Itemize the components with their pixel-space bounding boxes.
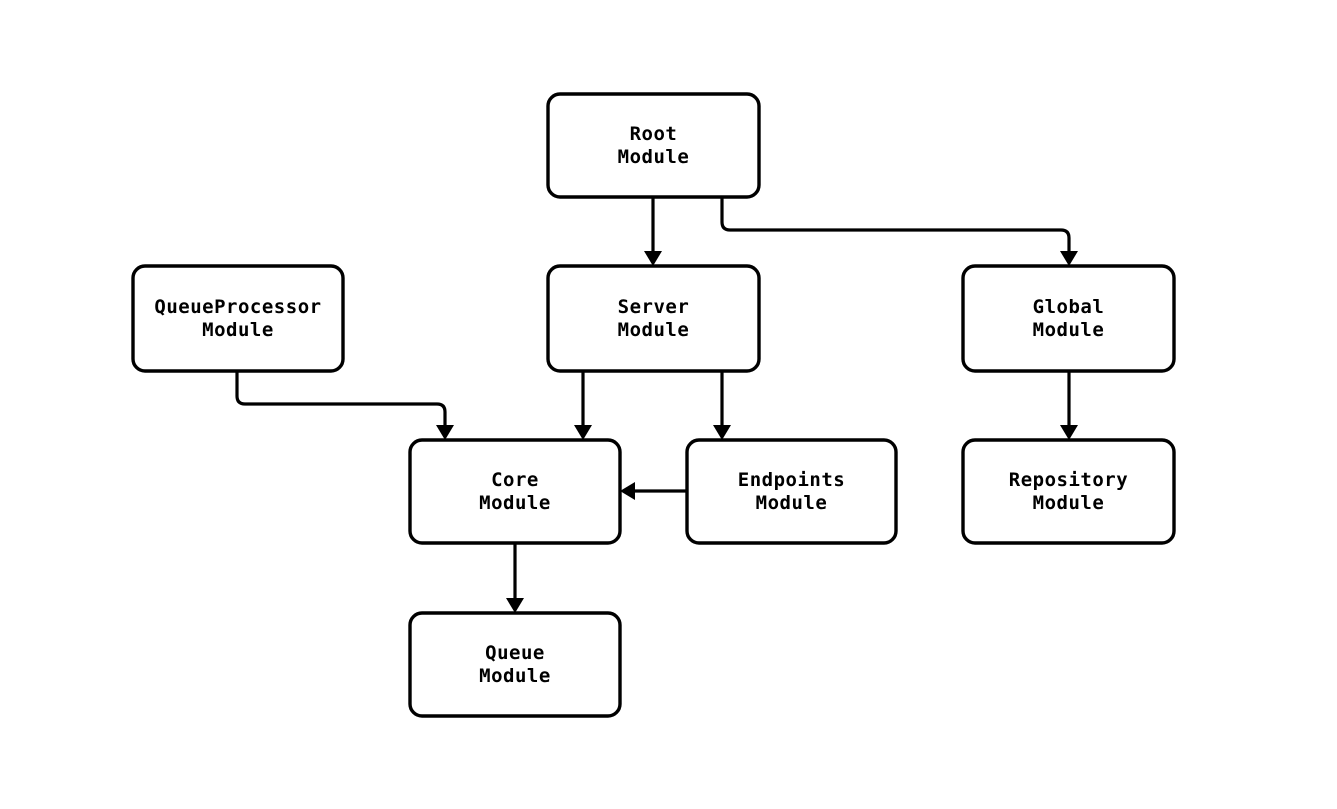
node-label-line2: Module — [756, 492, 828, 514]
node-label-line2: Module — [618, 146, 690, 168]
node-label-line2: Module — [479, 665, 551, 687]
edge-queueprocessor-to-core — [235, 371, 454, 440]
node-box[interactable] — [961, 438, 1176, 545]
node-label-line2: Module — [1033, 319, 1105, 341]
edge-line — [720, 197, 1071, 252]
node-label-line1: Queue — [485, 642, 545, 664]
arrowhead-icon — [620, 482, 635, 500]
node-box[interactable] — [408, 611, 622, 718]
node-label-line2: Module — [618, 319, 690, 341]
edge-root-to-global — [720, 197, 1078, 266]
node-box[interactable] — [546, 92, 761, 199]
node-label-line1: Endpoints — [738, 469, 845, 491]
node-layer: RootModuleQueueProcessorModuleServerModu… — [131, 92, 1176, 718]
node-box[interactable] — [131, 264, 345, 373]
arrowhead-icon — [713, 425, 731, 440]
edge-root-to-server — [644, 197, 662, 266]
node-box[interactable] — [408, 438, 622, 545]
node-label-line2: Module — [202, 319, 274, 341]
node-label-line1: Core — [491, 469, 539, 491]
node-box[interactable] — [685, 438, 898, 545]
edge-endpoints-to-core — [620, 482, 687, 500]
edge-core-to-queue — [506, 543, 524, 613]
node-label-line1: QueueProcessor — [154, 296, 321, 318]
node-box[interactable] — [546, 264, 761, 373]
arrowhead-icon — [574, 425, 592, 440]
edge-global-to-repository — [1060, 371, 1078, 440]
arrowhead-icon — [436, 425, 454, 440]
arrowhead-icon — [644, 251, 662, 266]
arrowhead-icon — [506, 598, 524, 613]
arrowhead-icon — [1060, 425, 1078, 440]
edge-server-to-core — [574, 371, 592, 440]
node-label-line1: Global — [1033, 296, 1105, 318]
node-label-line1: Root — [630, 123, 678, 145]
edge-line — [235, 371, 447, 426]
node-label-line2: Module — [479, 492, 551, 514]
edge-layer — [235, 197, 1078, 613]
node-label-line1: Server — [618, 296, 690, 318]
node-label-line1: Repository — [1009, 469, 1128, 491]
node-label-line2: Module — [1033, 492, 1105, 514]
edge-server-to-endpoints — [713, 371, 731, 440]
node-box[interactable] — [961, 264, 1176, 373]
arrowhead-icon — [1060, 251, 1078, 266]
